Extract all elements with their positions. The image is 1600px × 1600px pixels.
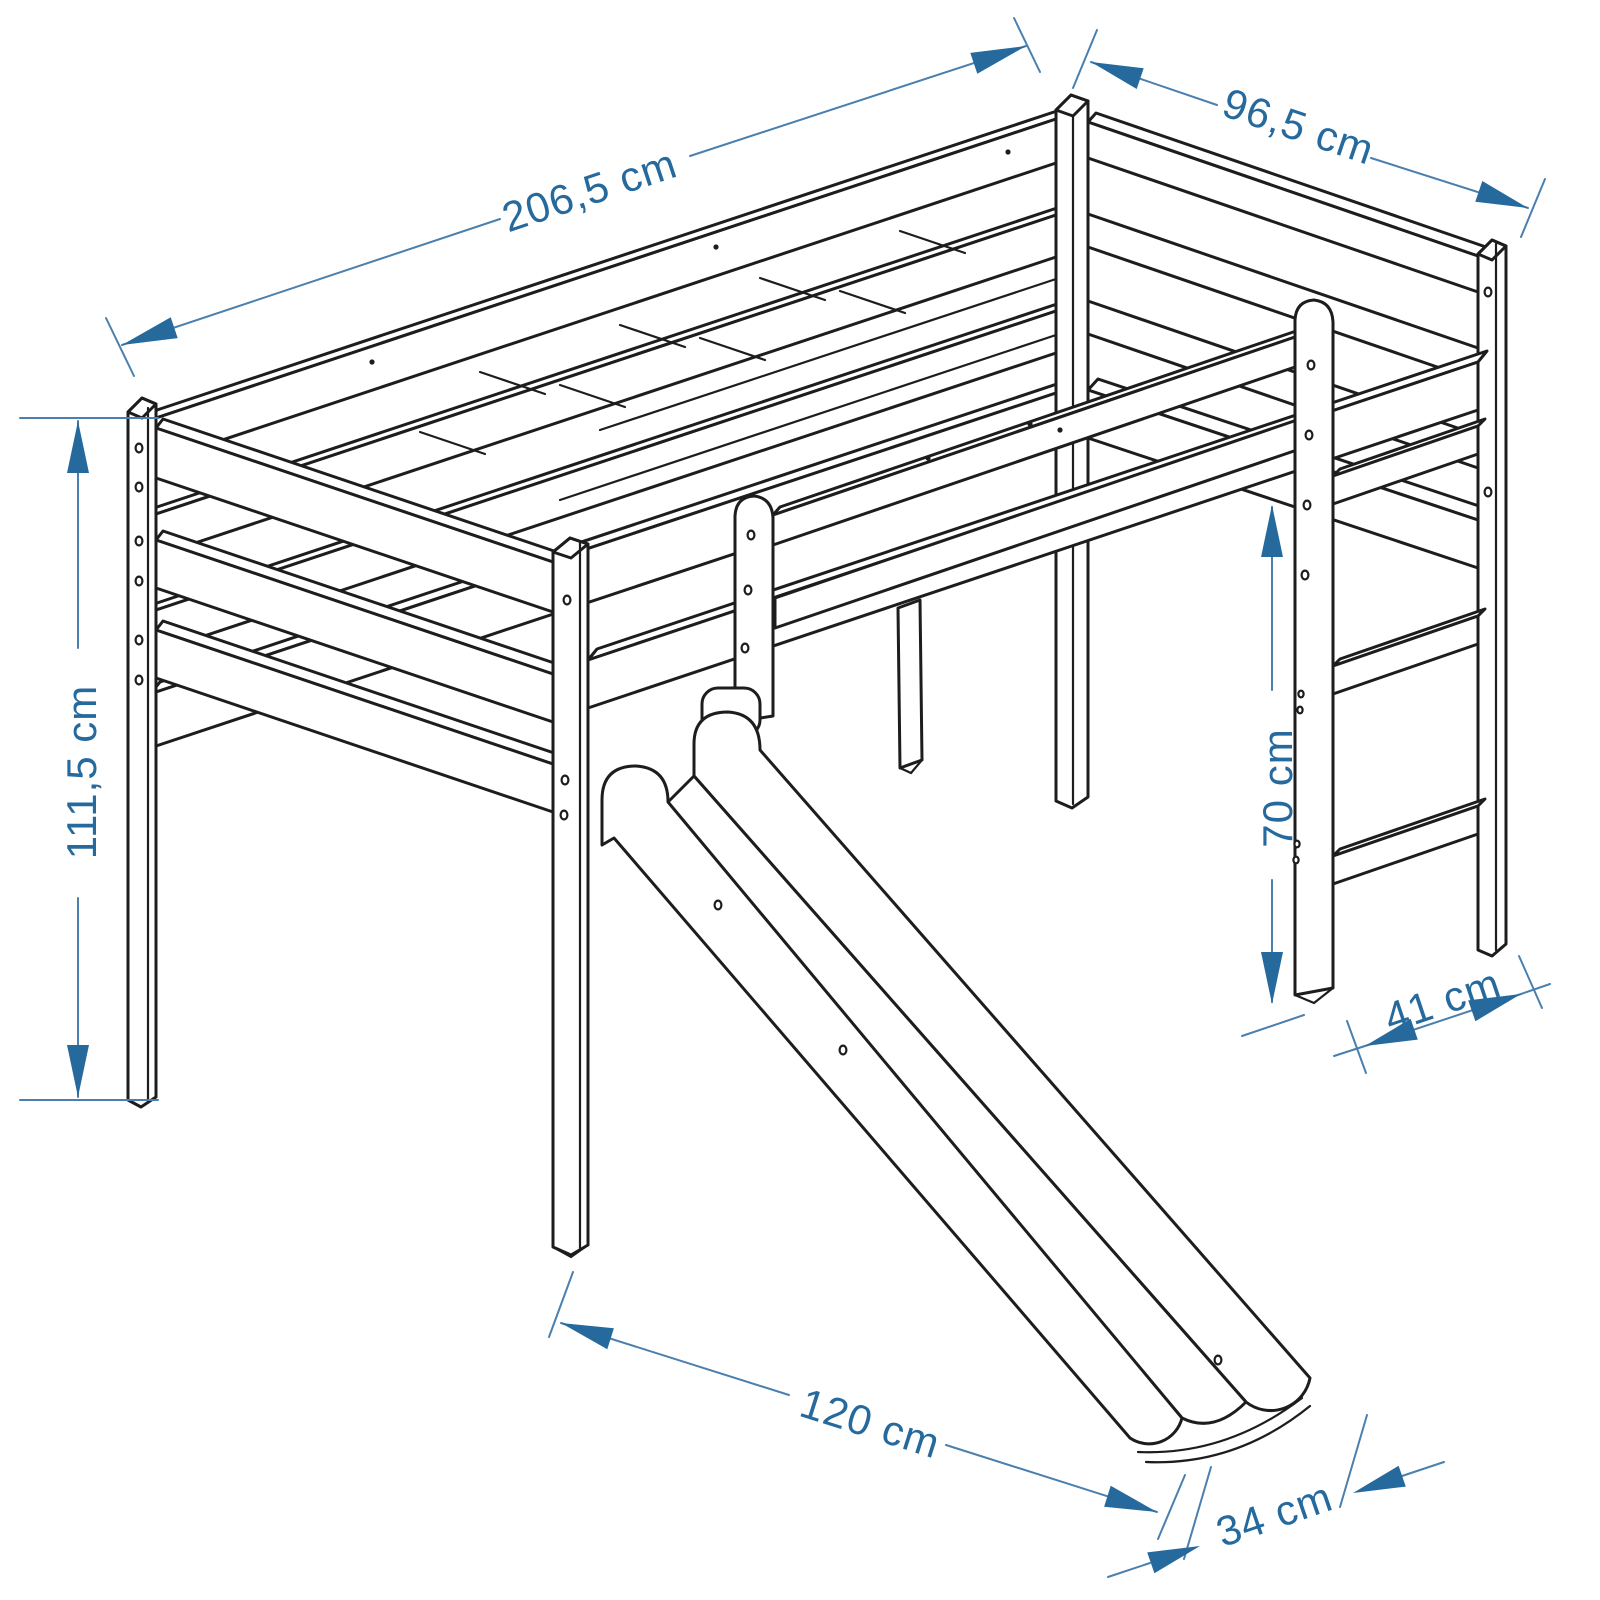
post-back-right — [1054, 93, 1090, 810]
bed-frame — [126, 93, 1508, 1464]
slide-near-rail — [600, 764, 1184, 1446]
slide-surface — [664, 774, 1248, 1425]
dim-arrow-icon — [1261, 952, 1283, 1004]
dimension-slide-width-label: 34 cm — [1210, 1473, 1338, 1556]
ladder — [1331, 417, 1487, 886]
slide-end-lip — [1136, 1396, 1304, 1454]
dimension-clearance-label: 70 cm — [1254, 728, 1301, 847]
post-ladder-support — [1292, 298, 1335, 1005]
dimension-height: 111,5 cm — [19, 417, 159, 1101]
dim-arrow-icon — [1468, 994, 1521, 1022]
dim-arrow-icon — [122, 317, 178, 345]
dim-arrow-icon — [1261, 505, 1283, 557]
ladder-rung — [1331, 424, 1480, 506]
dimension-length-label: 206,5 cm — [496, 139, 682, 241]
slide-end-lip — [1144, 1404, 1312, 1464]
dim-arrow-icon — [970, 46, 1026, 74]
post-front-left — [551, 536, 590, 1259]
dim-arrow-icon — [1147, 1546, 1200, 1574]
dimension-depth-label: 96,5 cm — [1217, 79, 1380, 174]
fastener-dots — [369, 149, 1033, 461]
dim-arrow-icon — [1475, 181, 1528, 208]
dimension-ladder-offset-label: 41 cm — [1378, 959, 1506, 1041]
dim-arrow-icon — [561, 1323, 614, 1350]
slide — [600, 686, 1312, 1464]
post-back-left — [126, 396, 158, 1109]
dim-arrow-icon — [1353, 1465, 1406, 1493]
post-front-right — [1476, 238, 1508, 958]
slide-far-rail — [692, 710, 1312, 1413]
dimension-ladder-offset: 41 cm — [1333, 955, 1551, 1074]
front-guard-rails — [771, 327, 1304, 630]
dim-arrow-icon — [1091, 62, 1144, 89]
ladder-rung — [1331, 804, 1480, 886]
dim-arrow-icon — [67, 421, 89, 473]
post-centre-support — [896, 598, 924, 775]
dimension-slide-length-label: 120 cm — [795, 1379, 946, 1467]
dimension-clearance: 70 cm — [1241, 505, 1305, 1037]
dim-arrow-icon — [1104, 1485, 1157, 1512]
dim-arrow-icon — [67, 1045, 89, 1097]
dim-arrow-icon — [1365, 1018, 1418, 1046]
dimension-height-label: 111,5 cm — [58, 685, 105, 860]
ladder-rung — [1331, 614, 1480, 696]
